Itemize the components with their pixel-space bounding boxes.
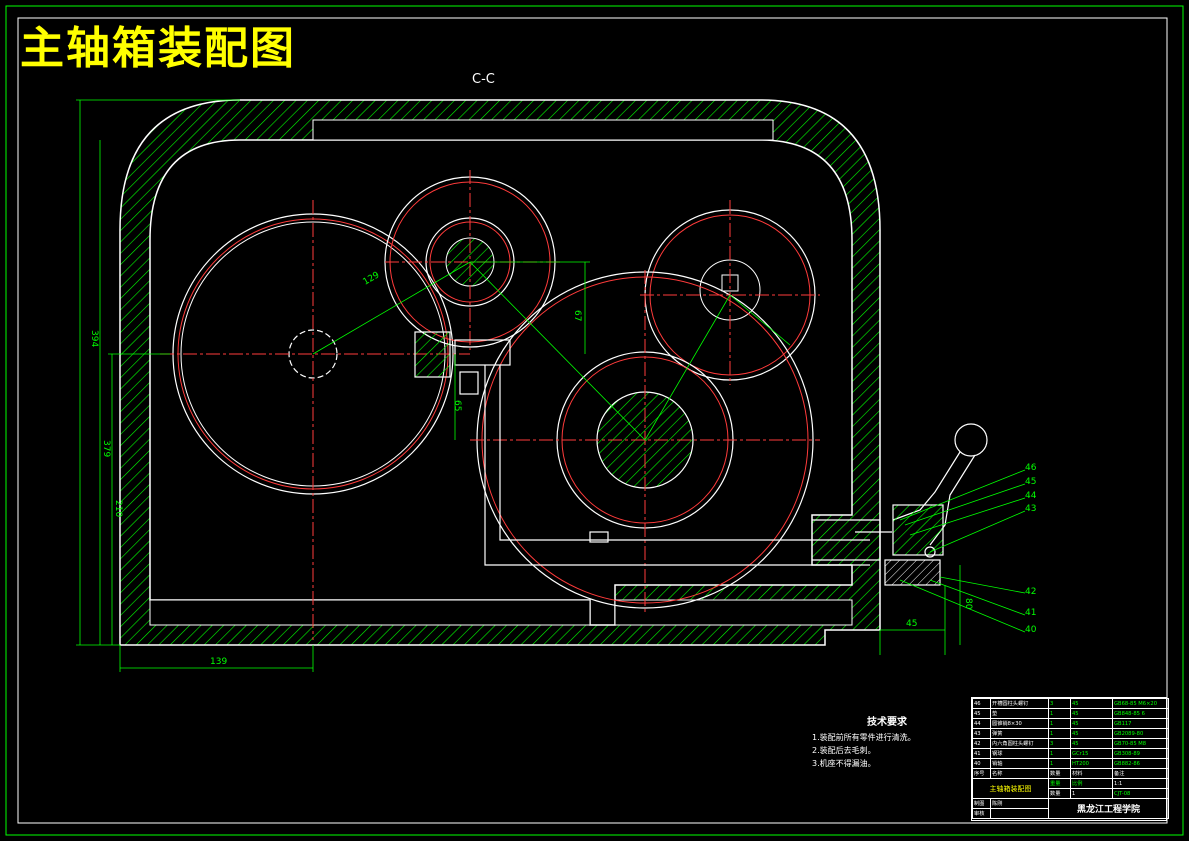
drawing-name: 主轴箱装配图 <box>972 778 1049 799</box>
dimension-texts: 394 379 210 139 45 80 129 67 65 <box>89 270 973 667</box>
inner-frame <box>17 17 1168 824</box>
section-label: C-C <box>472 72 495 87</box>
center-lines <box>160 170 820 640</box>
tech-heading: 技术要求 <box>867 717 907 728</box>
balloon-40: 40 <box>1025 625 1037 635</box>
balloon-42: 42 <box>1025 587 1037 597</box>
balloon-46: 46 <box>1025 463 1037 473</box>
tech-requirements: 技术要求 1.装配前所有零件进行清洗。 2.装配后去毛刺。 3.机座不得漏油。 <box>812 716 962 770</box>
drawn-by: 陈刚 <box>990 798 1049 809</box>
balloon-45: 45 <box>1025 477 1037 487</box>
tech-item: 2.装配后去毛刺。 <box>812 746 876 755</box>
shift-handle <box>855 423 988 586</box>
scale-value: 1:1 <box>1112 778 1169 789</box>
outer-frame <box>5 5 1184 836</box>
qty-value: 1 <box>1070 788 1113 799</box>
dim-45: 45 <box>906 619 917 629</box>
dim-80: 80 <box>963 598 973 610</box>
drawing-title: 主轴箱装配图 <box>20 23 296 74</box>
school-name: 黑龙江工程学院 <box>1048 798 1169 819</box>
parts-header: 序号 名称 数量 材料 备注 <box>972 768 1169 779</box>
fig-no: CJT-08 <box>1112 788 1169 799</box>
dimension-lines <box>76 99 961 672</box>
dim-65: 65 <box>452 400 462 411</box>
housing <box>119 99 881 646</box>
dim-210: 210 <box>113 500 123 517</box>
balloon-41: 41 <box>1025 608 1037 618</box>
tech-item: 3.机座不得漏油。 <box>812 759 876 768</box>
dim-379: 379 <box>101 440 111 457</box>
tech-item: 1.装配前所有零件进行清洗。 <box>812 733 916 742</box>
dim-139: 139 <box>210 657 227 667</box>
balloon-43: 43 <box>1025 504 1037 514</box>
balloon-44: 44 <box>1025 491 1037 501</box>
dim-67: 67 <box>572 310 582 321</box>
dim-394: 394 <box>89 330 99 347</box>
leader-lines <box>899 469 1026 633</box>
dim-129: 129 <box>362 270 382 287</box>
shift-rod <box>414 331 881 566</box>
